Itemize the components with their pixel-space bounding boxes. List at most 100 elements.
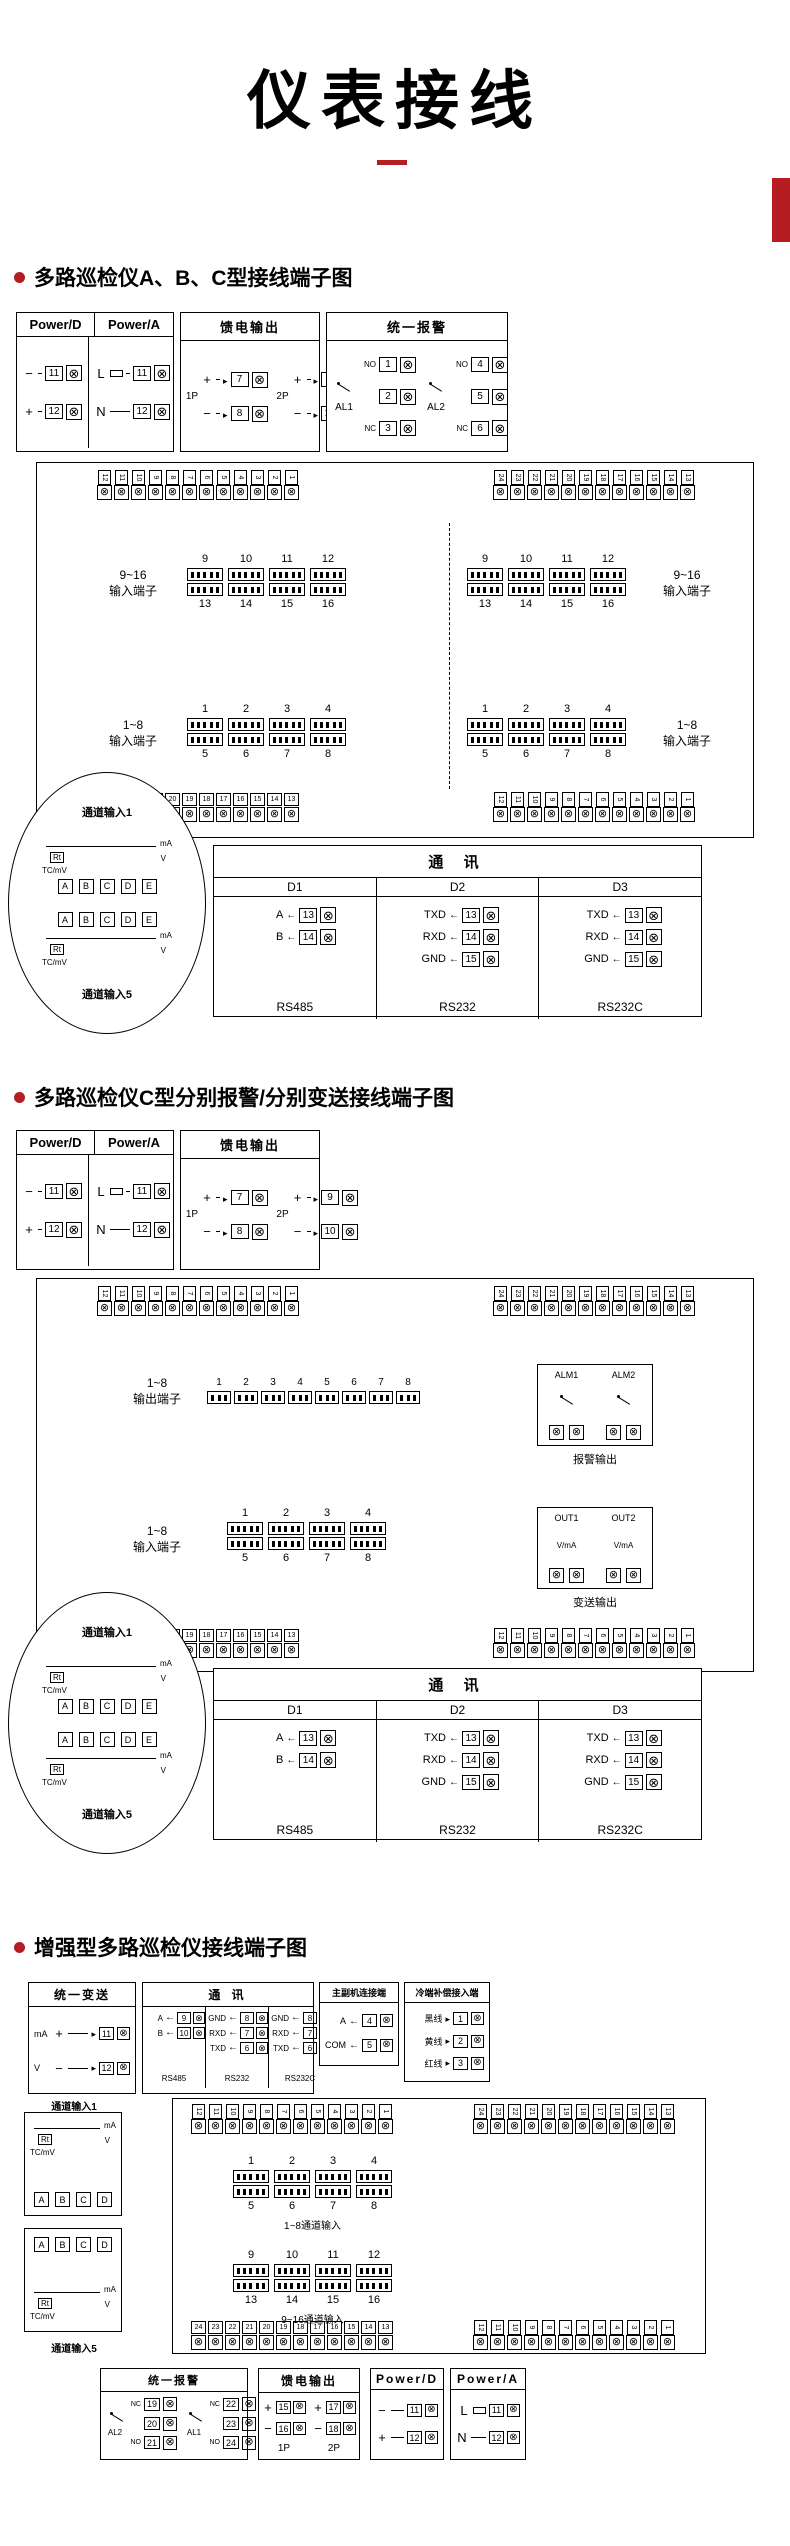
terminal-cell: 10 — [131, 1286, 146, 1316]
channel-number: 12 — [367, 2249, 381, 2261]
screw-terminal-icon — [660, 2119, 675, 2134]
terminal-number: 19 — [276, 2321, 291, 2334]
screw-terminal-icon — [199, 485, 214, 500]
screw-terminal-icon — [595, 1301, 610, 1316]
power-box: Power/D Power/A −11 +12 L11 N12 — [16, 312, 174, 452]
terminal-number: 11 — [209, 2104, 222, 2119]
terminal-cell: 12 — [97, 470, 112, 500]
terminal-number: 6 — [596, 1628, 609, 1643]
channel-number: 4 — [604, 703, 612, 715]
alm1-cell: ALM1 — [538, 1365, 595, 1445]
terminal-cell: 23 — [490, 2104, 505, 2134]
screw-terminal-icon — [569, 1425, 584, 1440]
wire — [306, 1197, 311, 1198]
screw-terminal-icon — [507, 2403, 520, 2417]
terminal-cell: 17 — [592, 2104, 607, 2134]
terminal-cell: 9 — [544, 1628, 559, 1658]
page-title: 仪表接线 — [247, 65, 543, 137]
terminal-cell: 4 — [233, 470, 248, 500]
terminal-number: 6 — [471, 420, 489, 436]
terminal-row: A4 — [325, 2014, 393, 2028]
channel-connector-icon — [342, 1391, 366, 1404]
channel-number: 2 — [242, 703, 250, 715]
wire — [306, 1231, 311, 1232]
channel-connector-icon — [369, 1391, 393, 1404]
power-a-header: Power/A — [107, 317, 160, 332]
terminal-cell: 4 — [609, 2320, 624, 2350]
terminal-number: 22 — [225, 2321, 240, 2334]
channel-connector-icon — [269, 583, 305, 596]
screw-terminal-icon — [510, 807, 525, 822]
fuse-icon — [473, 2406, 486, 2414]
terminal-number: 3 — [627, 2320, 640, 2335]
screw-terminal-icon — [251, 1223, 268, 1240]
channel-number: 7 — [323, 1552, 331, 1564]
screw-terminal-icon — [276, 2335, 291, 2350]
terminal-number: 18 — [576, 2104, 589, 2119]
terminal-cell: 13 — [680, 1286, 695, 1316]
comm-title: 通 讯 — [214, 1669, 701, 1701]
screw-terminal-icon — [492, 388, 508, 405]
terminal-number: 18 — [199, 793, 214, 806]
channel-number: 5 — [481, 748, 489, 760]
screw-terminal-icon — [114, 485, 129, 500]
terminal-cell: 1 — [680, 792, 695, 822]
terminal-number: 7 — [559, 2320, 572, 2335]
terminal-number: 8 — [562, 792, 575, 807]
screw-terminal-icon — [612, 807, 627, 822]
arrow-left-icon — [349, 2039, 359, 2051]
channel-input-1-label: 通道输入1 — [51, 2102, 97, 2113]
alarm-terminal-row: 23 — [207, 2416, 256, 2431]
channel-terminal: E — [141, 1698, 157, 1714]
terminal-number: 15 — [627, 2104, 640, 2119]
terminal-cell: 14 — [361, 2321, 376, 2350]
channel-number: 13 — [478, 598, 492, 610]
channel-connector-icon — [356, 2264, 392, 2277]
terminal-number: 22 — [528, 470, 541, 485]
terminal-cell: 6 — [595, 1628, 610, 1658]
arrow-left-icon — [349, 2015, 359, 2027]
terminal-cell: 14 — [663, 1286, 678, 1316]
screw-terminal-icon — [154, 1183, 170, 1200]
section-3-heading: 增强型多路巡检仪接线端子图 — [14, 1932, 307, 1962]
comm-row: GND15 — [416, 951, 499, 967]
screw-terminal-icon — [680, 1301, 695, 1316]
terminal-number: 3 — [647, 1628, 660, 1643]
terminal-cell: 16 — [327, 2321, 342, 2350]
comm-row: B14 — [253, 1752, 337, 1768]
feed-output-box: 馈电输出 +15 −16 1P +17 −18 2P — [258, 2368, 360, 2460]
terminal-cell: 3 — [646, 792, 661, 822]
channel-number: 7 — [378, 1377, 384, 1388]
channel-number: 14 — [239, 598, 253, 610]
channel-terminal: A — [57, 912, 73, 928]
terminal-number: 13 — [624, 907, 643, 923]
terminal-cell: 6 — [595, 792, 610, 822]
terminal-number: 13 — [681, 1286, 694, 1301]
cold-junction-title: 冷端补偿接入端 — [405, 1983, 489, 2003]
screw-terminal-icon — [208, 2335, 223, 2350]
terminal-cell: 19 — [558, 2104, 573, 2134]
channel-connector-icon — [274, 2185, 310, 2198]
screw-terminal-icon — [242, 2335, 257, 2350]
channel-connector-icon — [227, 1537, 263, 1550]
terminal-cell: 21 — [242, 2321, 257, 2350]
terminal-row: 黑线1 — [410, 2012, 484, 2026]
terminal-cell: 2 — [361, 2104, 376, 2134]
terminal-cell: 8 — [541, 2320, 556, 2350]
channel-terminal: D — [120, 912, 136, 928]
channel-number: 10 — [519, 553, 533, 565]
terminal-number: 13 — [462, 907, 480, 923]
screw-terminal-icon — [493, 485, 508, 500]
terminal-cell: 5 — [612, 1628, 627, 1658]
terminal-number: 13 — [624, 1730, 643, 1746]
comm-row: GND15 — [416, 1774, 499, 1790]
screw-terminal-icon — [663, 485, 678, 500]
terminal-number: 7 — [277, 2104, 290, 2119]
channel-number: 16 — [367, 2294, 381, 2306]
